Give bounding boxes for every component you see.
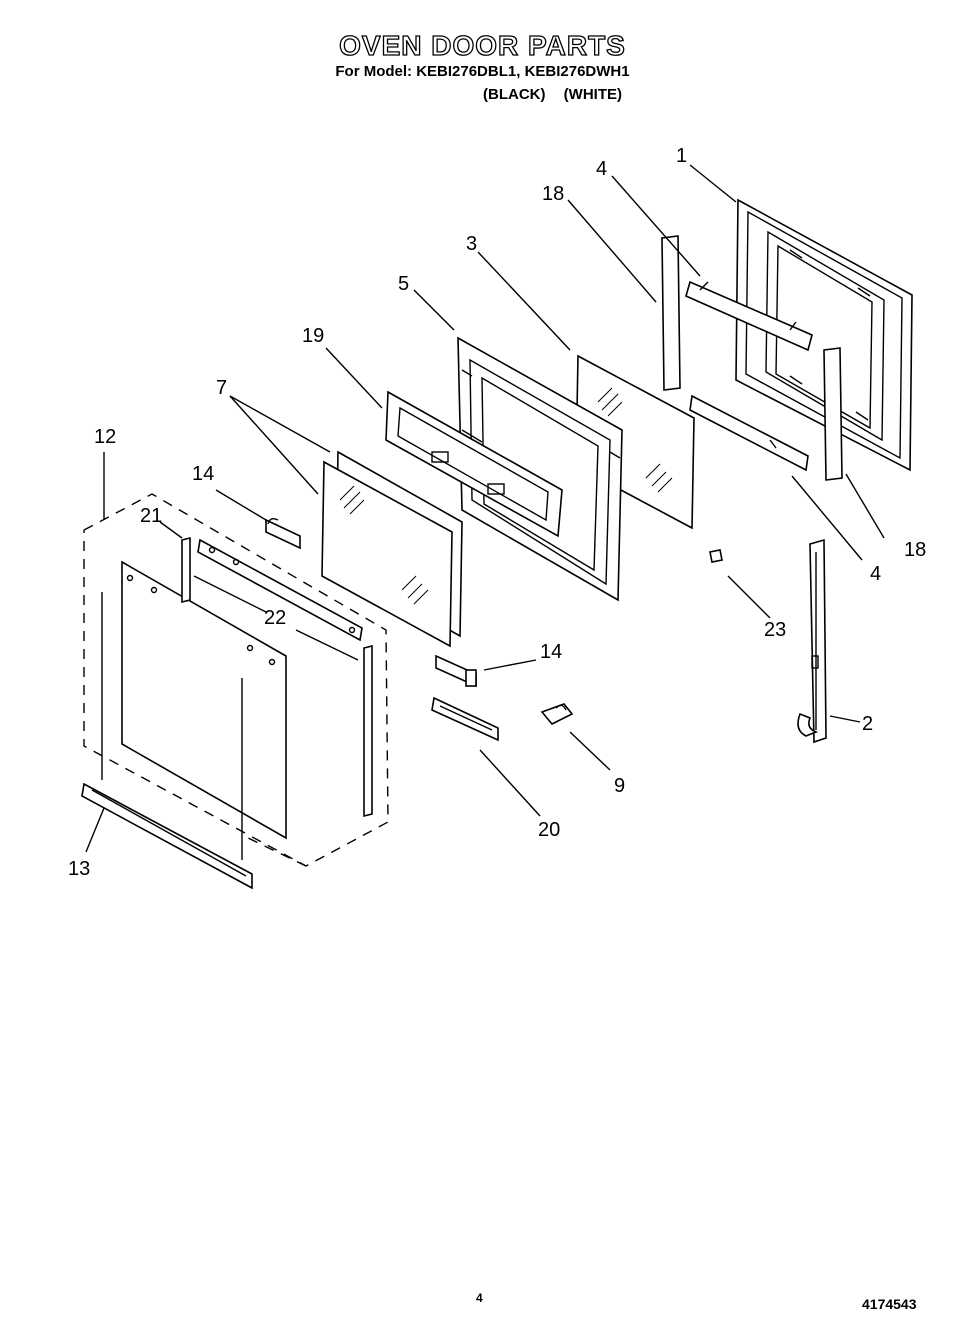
callout-13: 13	[68, 858, 90, 880]
callout-9: 9	[614, 775, 625, 797]
callout-19: 19	[302, 325, 324, 347]
model-colors: (BLACK) (WHITE)	[483, 86, 622, 103]
callout-14-upper: 14	[192, 463, 214, 485]
part-22-top-trim	[197, 538, 373, 818]
part-23-small-clip	[709, 549, 723, 563]
callout-1: 1	[676, 145, 687, 167]
callout-21: 21	[140, 505, 162, 527]
callout-18-upper: 18	[542, 183, 564, 205]
part-20-strip	[431, 696, 499, 742]
page-number: 4	[476, 1291, 483, 1305]
part-14-upper-bracket	[265, 517, 301, 550]
part-2-hinge	[797, 538, 827, 744]
callout-18-lower: 18	[904, 539, 926, 561]
part-19-baffle	[385, 390, 563, 538]
part-1-outer-door-frame	[735, 198, 913, 472]
part-12-outer-door-assembly-outline	[83, 493, 389, 867]
document-number: 4174543	[862, 1296, 917, 1312]
part-18-left-strip	[661, 235, 681, 391]
callout-20: 20	[538, 819, 560, 841]
part-9-clip	[540, 703, 574, 725]
part-3-glass-panel	[575, 354, 695, 530]
part-13-door-panel	[101, 560, 287, 860]
callout-labels: 1 4 18 3 5 19 7 12 14 21 22 18 4 23 14 2…	[68, 145, 926, 880]
part-4-lower-strip	[689, 394, 809, 472]
leader-lines	[85, 164, 885, 853]
callout-2: 2	[862, 713, 873, 735]
callout-14-lower: 14	[540, 641, 562, 663]
callout-12: 12	[94, 426, 116, 448]
callout-23: 23	[764, 619, 786, 641]
part-4-upper-strip	[685, 280, 813, 352]
callout-7: 7	[216, 377, 227, 399]
callout-4-lower: 4	[870, 563, 881, 585]
part-7-glass-pack	[321, 450, 463, 648]
callout-5: 5	[398, 273, 409, 295]
part-18-right-strip	[823, 347, 843, 481]
page-title: OVEN DOOR PARTS	[338, 29, 626, 61]
part-14-lower-bracket	[435, 654, 477, 688]
callout-22: 22	[264, 607, 286, 629]
part-21-trim	[181, 536, 191, 604]
part-13-bottom-trim	[81, 782, 253, 890]
callout-3: 3	[466, 233, 477, 255]
model-numbers: For Model: KEBI276DBL1, KEBI276DWH1	[335, 63, 630, 80]
callout-4-upper: 4	[596, 158, 607, 180]
